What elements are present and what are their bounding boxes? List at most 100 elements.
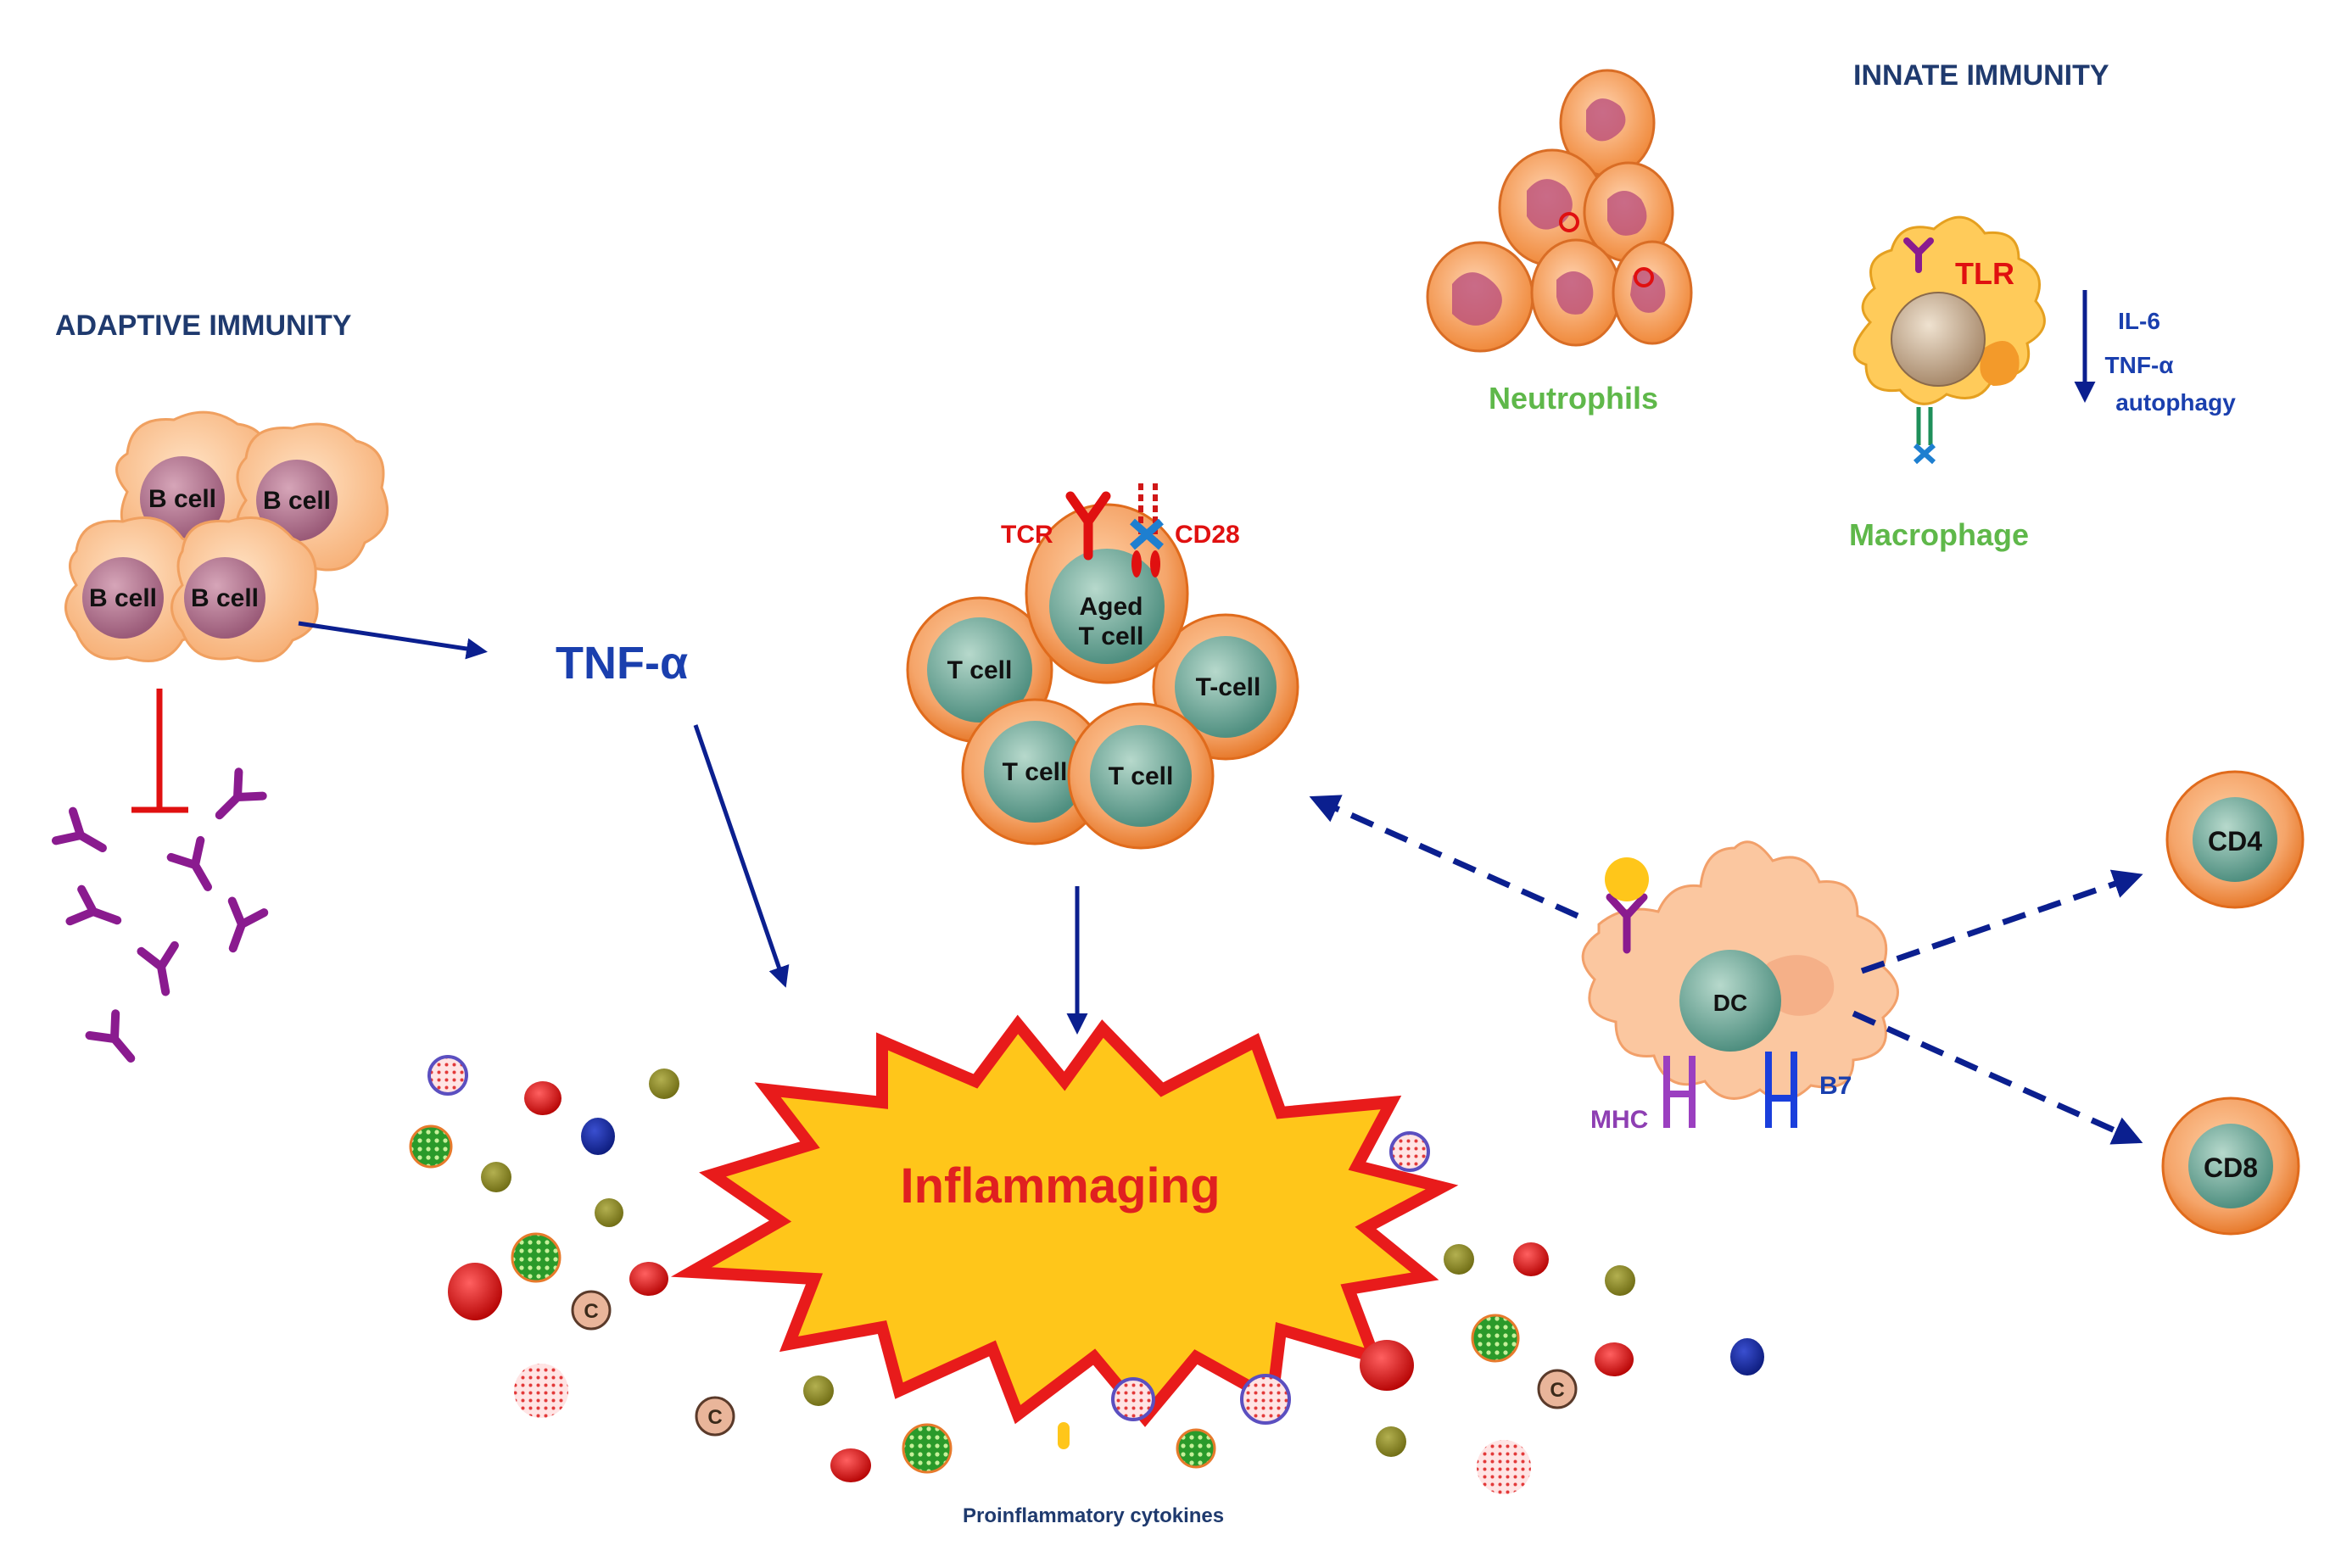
cytokine-red	[629, 1262, 668, 1296]
b-cell-cluster: B cell B cell B cell B cell	[64, 410, 389, 662]
b7-receptor-icon	[1765, 1052, 1797, 1128]
dc-to-cd8-arrow	[1852, 1010, 2143, 1145]
tcr-receptor-icon	[1065, 491, 1111, 561]
b-cell-label: B cell	[148, 485, 216, 513]
inflammaging-burst: Inflammaging	[670, 1014, 1459, 1427]
svg-text:C: C	[707, 1406, 722, 1429]
aged-t-cell: Aged T cell	[1025, 503, 1189, 684]
macrophage-receptor-icon	[1913, 407, 1936, 465]
cytokine-olive	[1376, 1426, 1406, 1457]
cytokine-olive	[1605, 1265, 1635, 1296]
svg-text:C: C	[1550, 1379, 1564, 1402]
cytokine-olive	[803, 1375, 834, 1406]
cd28-label: CD28	[1175, 521, 1240, 549]
b-cell: B cell	[64, 516, 209, 662]
b-cell-label: B cell	[191, 584, 259, 612]
neutrophil-cell	[1426, 241, 1534, 353]
neutrophil-cluster	[1426, 69, 1693, 353]
il6-label: IL-6	[2118, 308, 2160, 334]
t-cell-label: T cell	[1109, 762, 1174, 790]
dc-label: DC	[1713, 990, 1747, 1016]
cytokine-c: C	[1537, 1369, 1578, 1409]
cytokine-pink-dotted	[1111, 1377, 1155, 1421]
cytokine-red	[830, 1448, 871, 1482]
antigen-receptor-icon	[1605, 857, 1649, 954]
cytokine-green	[511, 1232, 562, 1283]
tnf-alpha-label: TNF-α	[556, 638, 688, 689]
tnf-to-inflammaging-arrow	[693, 724, 790, 988]
cytokine-group: C C C	[409, 1055, 1764, 1494]
antibody-icon	[215, 767, 267, 820]
adaptive-immunity-header: ADAPTIVE IMMUNITY	[55, 310, 352, 342]
neutrophil-cell	[1498, 148, 1606, 267]
cd8-cell: CD8	[2161, 1096, 2300, 1236]
dc-nucleus	[1679, 950, 1781, 1052]
neutrophil-cell	[1530, 238, 1622, 347]
t-cell-label: T cell	[1003, 758, 1068, 786]
proinflammatory-cytokines-label: Proinflammatory cytokines	[963, 1504, 1224, 1527]
cytokine-pink	[514, 1364, 568, 1418]
antibody-icon	[85, 1009, 136, 1063]
dc-to-tcell-arrow	[1309, 795, 1579, 919]
macrophage-nucleus	[1891, 292, 1986, 387]
cytokine-green	[1471, 1314, 1520, 1363]
cytokine-pink	[1477, 1440, 1531, 1494]
t-cell-cluster: T cell T-cell T cell T cell Aged T cell	[906, 483, 1299, 850]
antibody-icon	[65, 884, 122, 926]
neutrophil-cell	[1612, 240, 1693, 345]
mhc-label: MHC	[1590, 1106, 1648, 1134]
t-cell-label: T cell	[947, 656, 1013, 684]
cytokine-red	[1513, 1242, 1549, 1276]
innate-immunity-header: INNATE IMMUNITY	[1853, 59, 2109, 92]
cytokine-red	[448, 1263, 502, 1320]
inhibition-bar	[131, 689, 188, 813]
antibody-icon	[51, 806, 107, 852]
cytokine-green	[409, 1124, 453, 1169]
autophagy-label: autophagy	[2115, 389, 2236, 416]
cd28-receptor-icon	[1130, 483, 1164, 578]
cytokine-c: C	[571, 1290, 612, 1331]
cytokine-green	[902, 1423, 953, 1474]
b-cell-label: B cell	[263, 487, 331, 515]
tnf-alpha-effect-label: TNF-α	[2105, 352, 2174, 378]
cytokine-green	[1176, 1428, 1216, 1469]
antibody-group	[51, 767, 269, 1063]
t-cell-label: T-cell	[1196, 673, 1261, 701]
antibody-icon	[166, 835, 212, 891]
t-cell: T cell	[1067, 702, 1215, 850]
b-cell: B cell	[170, 516, 319, 662]
cytokine-red	[524, 1081, 562, 1115]
cytokine-red	[1360, 1340, 1414, 1391]
cytokine-olive	[1444, 1244, 1474, 1275]
bcell-to-tnf-arrow	[298, 621, 488, 660]
dendritic-cell: DC	[1581, 840, 1899, 1128]
aged-t-cell-label-line1: Aged	[1080, 593, 1143, 621]
cytokine-olive	[481, 1162, 511, 1192]
svg-text:C: C	[584, 1300, 598, 1323]
antibody-icon	[137, 940, 179, 996]
cytokine-navy	[1730, 1338, 1764, 1375]
dc-to-cd4-arrow	[1860, 869, 2143, 974]
neutrophil-cell	[1559, 69, 1656, 177]
cytokine-olive	[595, 1198, 623, 1227]
tcr-label: TCR	[1001, 521, 1053, 549]
b7-label: B7	[1819, 1072, 1852, 1100]
b-cell-label: B cell	[89, 584, 157, 612]
neutrophils-label: Neutrophils	[1489, 381, 1658, 416]
cytokine-pink-dotted	[1389, 1131, 1430, 1172]
cytokine-navy	[581, 1118, 615, 1155]
macrophage-cell	[1852, 215, 2046, 465]
antigen-icon	[1605, 857, 1649, 901]
cytokine-red	[1595, 1342, 1634, 1376]
t-cell: T cell	[961, 698, 1109, 845]
cd4-label: CD4	[2208, 826, 2262, 857]
cd4-cell: CD4	[2165, 770, 2305, 909]
aged-t-cell-label-line2: T cell	[1079, 622, 1144, 650]
macrophage-label: Macrophage	[1849, 517, 2029, 552]
inflammaging-label: Inflammaging	[900, 1158, 1220, 1214]
tlr-receptor-icon	[1903, 237, 1934, 273]
cytokine-pink-dotted	[427, 1055, 468, 1096]
cytokine-yellow	[1058, 1422, 1070, 1449]
cytokine-c: C	[695, 1396, 735, 1437]
